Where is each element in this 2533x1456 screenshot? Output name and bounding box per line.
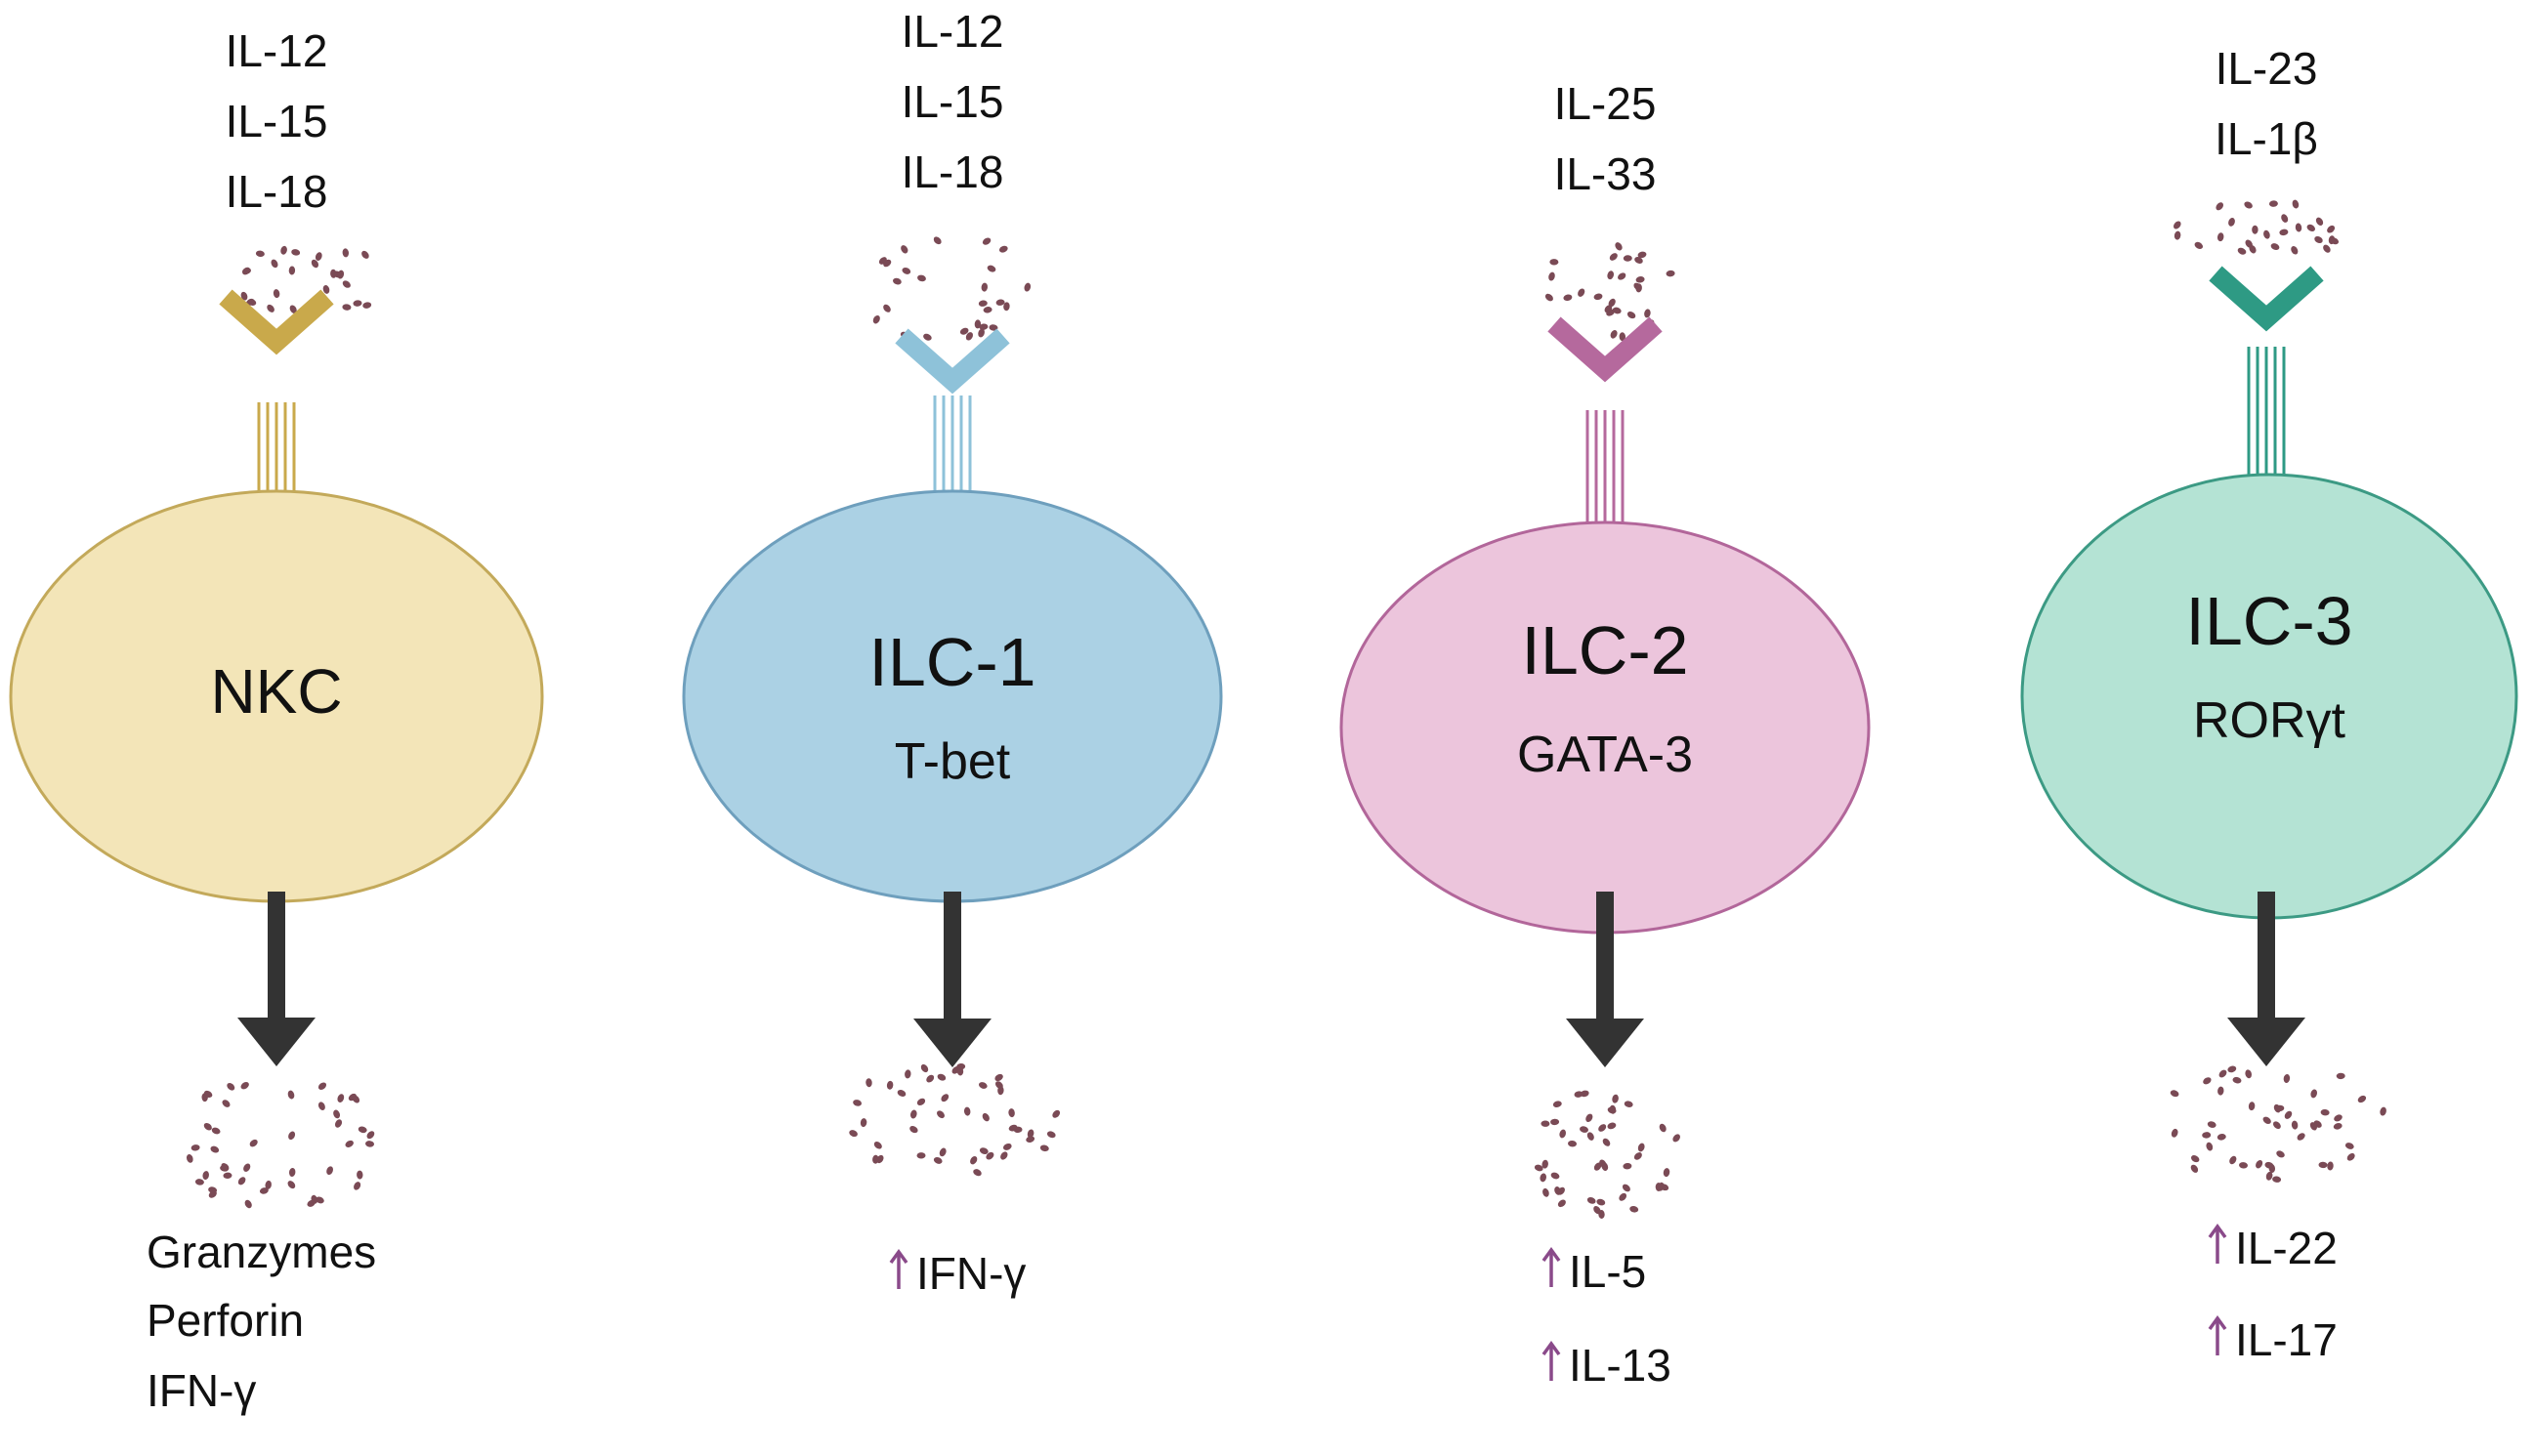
transcription-factor: T-bet xyxy=(895,733,1011,790)
input-cytokine-label: IL-15 xyxy=(902,76,1004,127)
input-cytokine-dots xyxy=(1544,242,1675,342)
input-cytokine-label: IL-18 xyxy=(902,146,1004,197)
secretion-arrow-icon xyxy=(1566,892,1644,1067)
increase-arrow-icon xyxy=(889,1249,908,1289)
increase-arrow-icon xyxy=(2208,1315,2227,1355)
output-cytokine-dots xyxy=(849,1062,1061,1177)
output-cytokine-label: IL-17 xyxy=(2235,1314,2338,1365)
output-cytokine-label: IL-5 xyxy=(1569,1246,1646,1297)
output-cytokine-dots xyxy=(2170,1065,2386,1183)
secretion-arrow-icon xyxy=(2227,892,2305,1066)
output-cytokine-dots xyxy=(1534,1090,1680,1219)
secretion-arrow-icon xyxy=(237,892,316,1066)
output-cytokine-label: Granzymes xyxy=(147,1227,376,1277)
output-cytokine-label: Perforin xyxy=(147,1295,304,1346)
cell-name: ILC-1 xyxy=(868,624,1035,700)
output-cytokine-dots xyxy=(186,1082,375,1209)
receptor-icon xyxy=(2209,266,2324,483)
transcription-factor: RORγt xyxy=(2193,692,2346,749)
receptor-icon xyxy=(1547,316,1663,547)
input-cytokine-label: IL-25 xyxy=(1554,78,1657,129)
cell-name: ILC-2 xyxy=(1521,612,1688,688)
input-cytokine-dots xyxy=(2174,199,2340,255)
transcription-factor: GATA-3 xyxy=(1517,727,1693,783)
input-cytokine-label: IL-12 xyxy=(902,6,1004,57)
output-cytokine-label: IFN-γ xyxy=(147,1365,256,1416)
cell-name: NKC xyxy=(210,656,342,727)
increase-arrow-icon xyxy=(2208,1224,2227,1264)
input-cytokine-label: IL-33 xyxy=(1554,148,1657,199)
output-cytokine-label: IL-13 xyxy=(1569,1340,1671,1391)
input-cytokine-label: IL-23 xyxy=(2216,43,2318,94)
output-cytokine-label: IFN-γ xyxy=(916,1248,1026,1299)
input-cytokine-label: IL-12 xyxy=(226,25,328,76)
output-cytokine-label: IL-22 xyxy=(2235,1223,2338,1273)
cell-name: ILC-3 xyxy=(2185,583,2352,659)
increase-arrow-icon xyxy=(1541,1247,1561,1287)
increase-arrow-icon xyxy=(1541,1341,1561,1381)
input-cytokine-label: IL-1β xyxy=(2215,113,2318,164)
input-cytokine-label: IL-15 xyxy=(226,96,328,146)
input-cytokine-dots xyxy=(240,245,372,313)
input-cytokine-label: IL-18 xyxy=(226,166,328,217)
input-cytokine-dots xyxy=(872,236,1032,341)
secretion-arrow-icon xyxy=(913,892,992,1067)
